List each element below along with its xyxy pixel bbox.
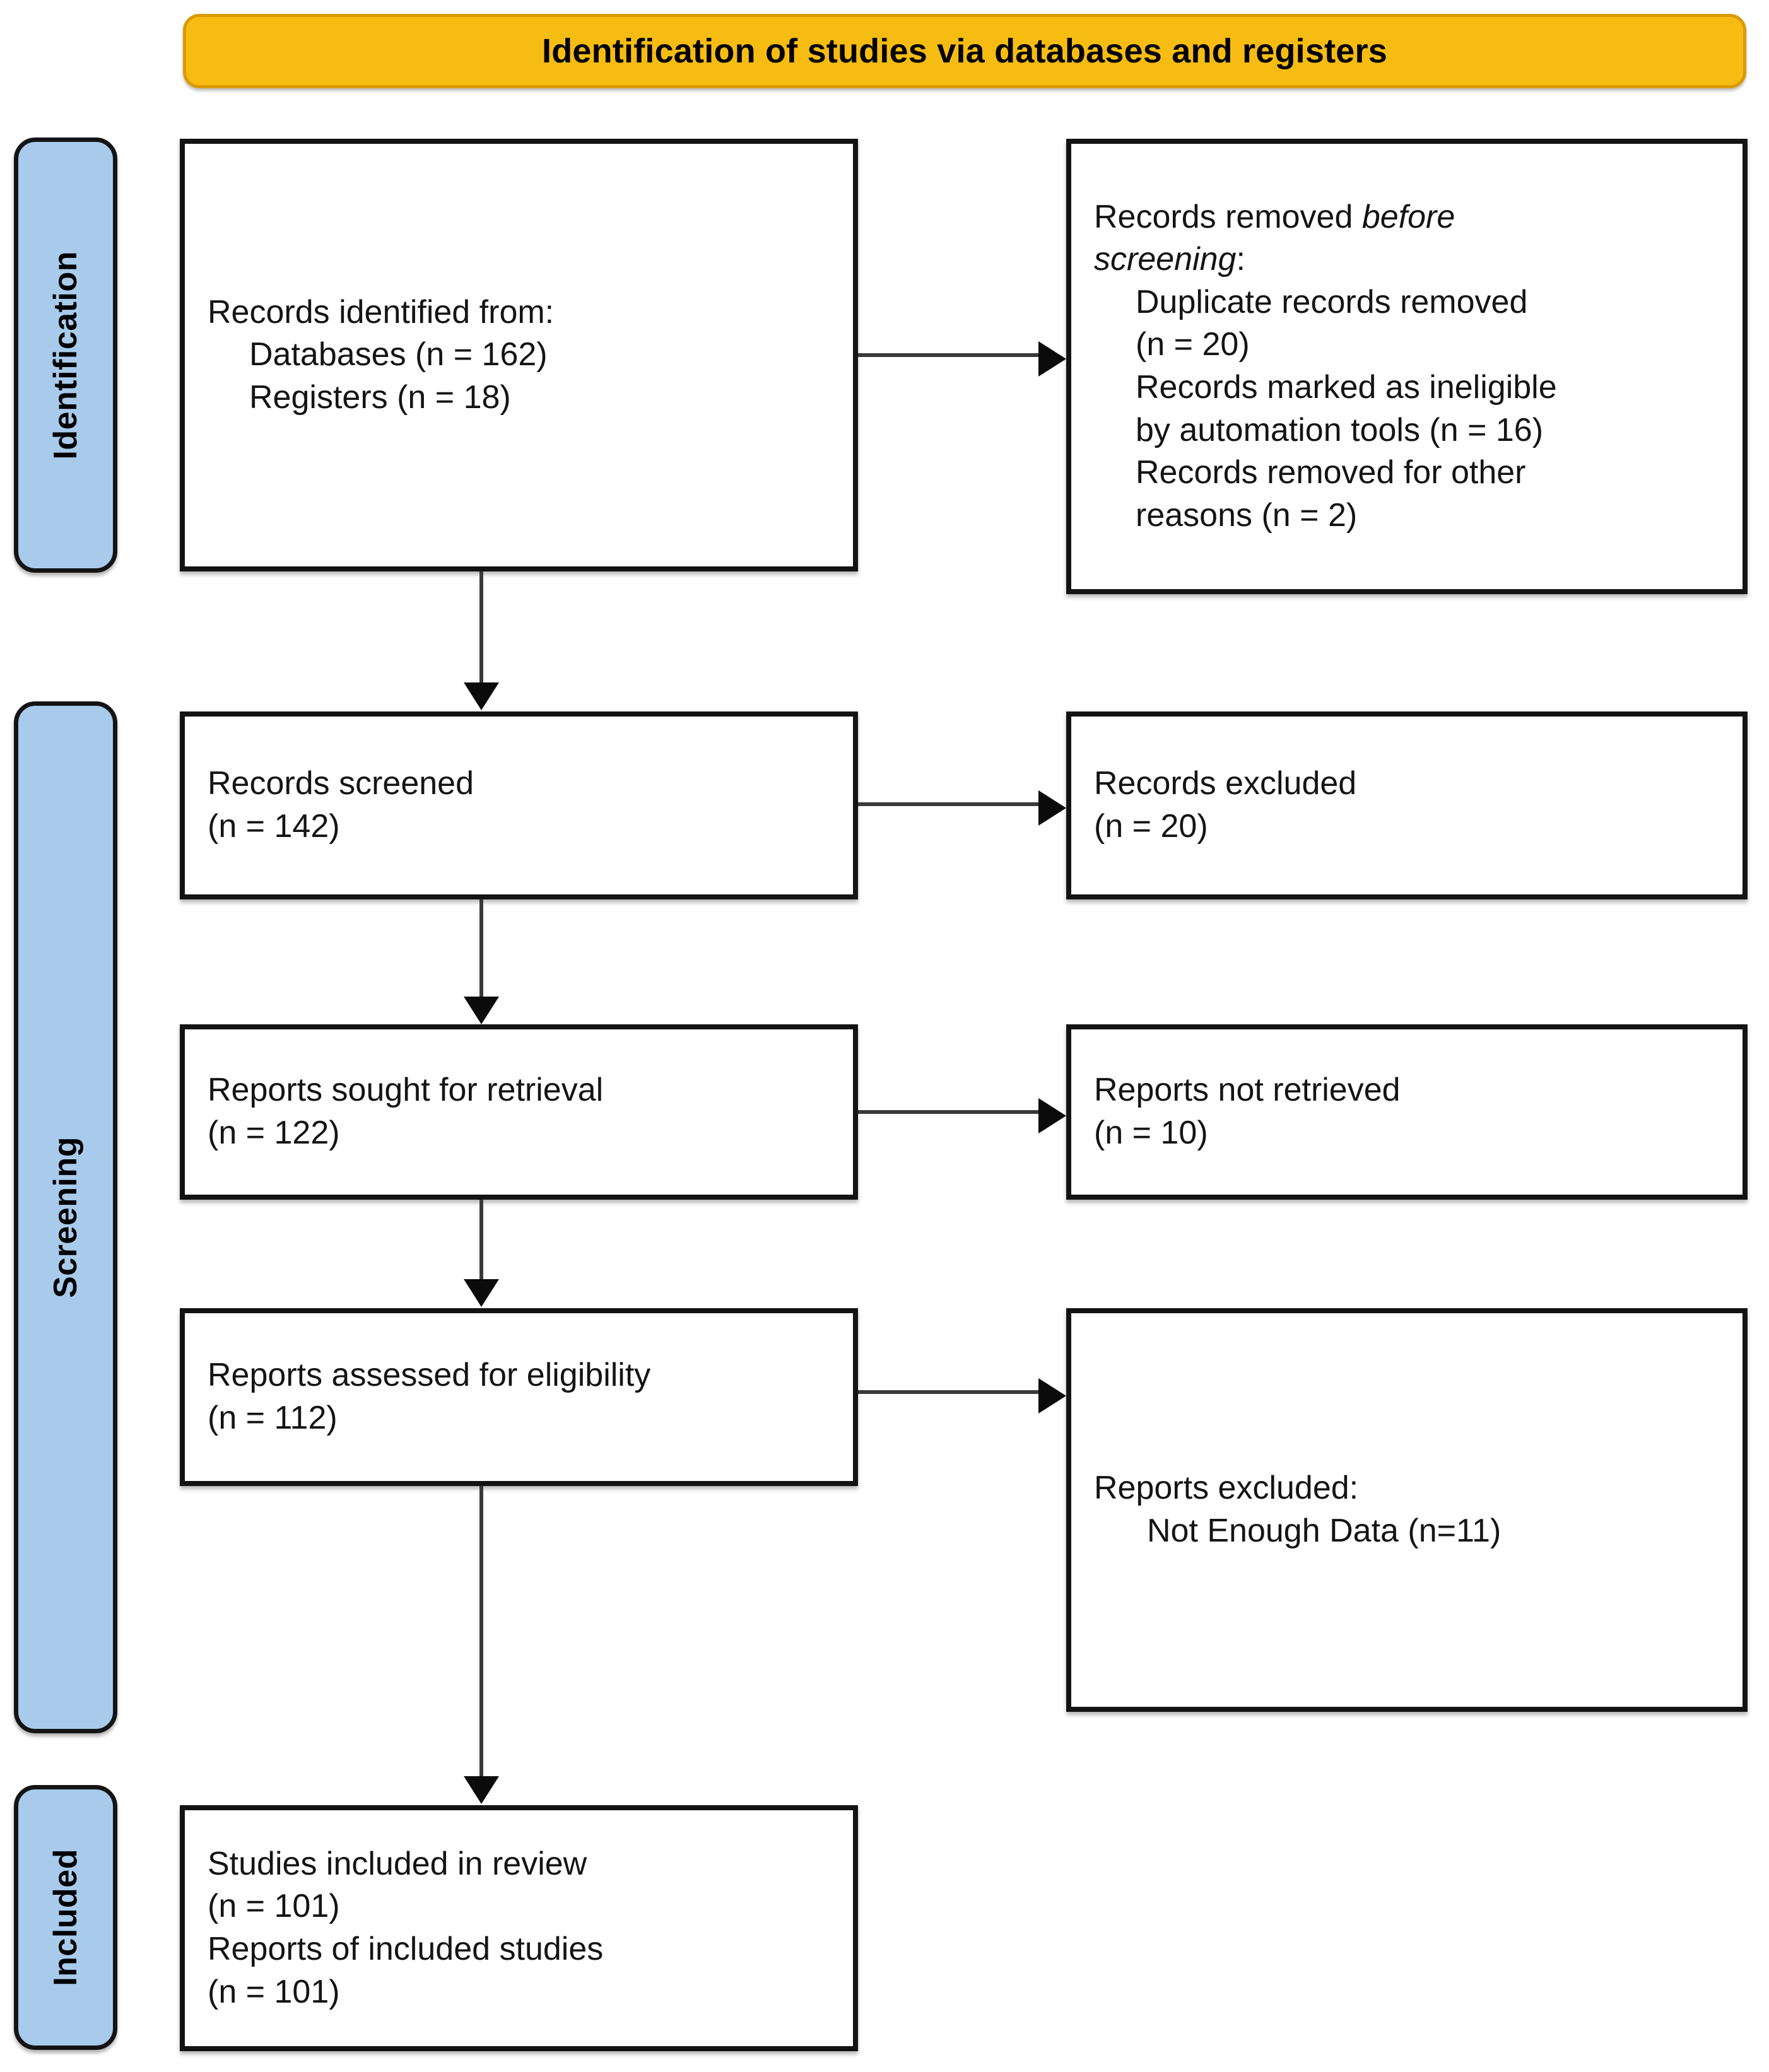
box-reports-assessed-body: Reports assessed for eligibility (n = 11… (185, 1354, 853, 1439)
records-removed-before-italic: before (1361, 198, 1455, 235)
box-records-excluded-body: Records excluded (n = 20) (1071, 763, 1743, 848)
stage-label-included-text: Included (47, 1849, 84, 1986)
box-records-removed-body: Records removed before screening: Duplic… (1071, 196, 1743, 537)
stage-label-screening-text: Screening (47, 1137, 84, 1298)
box-records-screened: Records screened (n = 142) (180, 711, 858, 899)
stage-label-screening: Screening (14, 701, 117, 1733)
reports-not-retrieved-count: (n = 10) (1094, 1115, 1208, 1151)
studies-included-label: Studies included in review (208, 1845, 587, 1882)
records-removed-line-2: screening: (1094, 238, 1720, 281)
diagram-title: Identification of studies via databases … (542, 32, 1387, 70)
stage-label-included: Included (14, 1785, 117, 2050)
box-reports-assessed-for-eligibility: Reports assessed for eligibility (n = 11… (180, 1308, 858, 1486)
connector-identified-to-screened-line (479, 571, 483, 688)
box-reports-excluded: Reports excluded: Not Enough Data (n=11) (1066, 1308, 1748, 1712)
connector-assessed-to-reportsexcluded-line (858, 1390, 1041, 1394)
box-reports-not-retrieved: Reports not retrieved (n = 10) (1066, 1024, 1748, 1200)
records-screened-count: (n = 142) (208, 808, 340, 845)
connector-sought-to-assessed-line (479, 1200, 483, 1282)
connector-screened-to-sought-line (479, 899, 483, 998)
reports-excluded-reason: Not Enough Data (n=11) (1147, 1513, 1502, 1549)
records-identified-registers: Registers (n = 18) (249, 378, 511, 416)
records-identified-line-1: Records identified from: (208, 293, 555, 331)
records-removed-line-1a: Records removed (1094, 198, 1362, 235)
reports-sought-label: Reports sought for retrieval (208, 1072, 604, 1109)
box-records-removed-before-screening: Records removed before screening: Duplic… (1066, 139, 1748, 594)
arrow-right-icon-screened-to-excluded (1038, 790, 1066, 826)
arrow-down-icon-sought-to-assessed (464, 1279, 499, 1307)
box-records-screened-body: Records screened (n = 142) (185, 763, 853, 848)
records-removed-screening-italic: screening (1094, 241, 1237, 278)
connector-identified-to-removed-line (858, 353, 1041, 357)
arrow-right-icon-sought-to-notretrieved (1038, 1098, 1066, 1133)
arrow-down-icon-identified-to-screened (464, 682, 499, 710)
box-reports-sought-for-retrieval: Reports sought for retrieval (n = 122) (180, 1024, 858, 1200)
records-removed-duplicates: Duplicate records removed (1136, 283, 1528, 320)
records-removed-colon: : (1236, 241, 1245, 278)
reports-assessed-label: Reports assessed for eligibility (208, 1357, 651, 1394)
reports-sought-count: (n = 122) (208, 1115, 340, 1151)
records-removed-line-1: Records removed before (1094, 196, 1720, 239)
arrow-right-icon-assessed-to-reportsexcluded (1038, 1378, 1066, 1414)
box-records-identified-body: Records identified from: Databases (n = … (185, 291, 853, 419)
box-reports-excluded-body: Reports excluded: Not Enough Data (n=11) (1071, 1467, 1743, 1552)
records-excluded-count: (n = 20) (1094, 808, 1208, 845)
connector-assessed-to-included-line (479, 1486, 483, 1779)
records-identified-databases: Databases (n = 162) (249, 336, 548, 373)
connector-screened-to-excluded-line (858, 802, 1041, 806)
reports-of-included-count: (n = 101) (208, 1973, 340, 2010)
box-reports-sought-body: Reports sought for retrieval (n = 122) (185, 1069, 853, 1154)
box-records-identified: Records identified from: Databases (n = … (180, 139, 858, 571)
reports-not-retrieved-label: Reports not retrieved (1094, 1072, 1401, 1109)
reports-excluded-label: Reports excluded: (1094, 1470, 1359, 1507)
records-removed-duplicates-count: (n = 20) (1136, 326, 1250, 363)
studies-included-count: (n = 101) (208, 1888, 340, 1925)
diagram-header-banner: Identification of studies via databases … (183, 14, 1746, 88)
arrow-down-icon-screened-to-sought (464, 997, 499, 1024)
box-records-excluded: Records excluded (n = 20) (1066, 711, 1748, 899)
box-studies-included-in-review: Studies included in review (n = 101) Rep… (180, 1805, 858, 2051)
reports-of-included-label: Reports of included studies (208, 1931, 604, 1967)
records-removed-other: Records removed for other (1136, 454, 1526, 491)
records-excluded-label: Records excluded (1094, 765, 1357, 802)
arrow-down-icon-assessed-to-included (464, 1776, 499, 1804)
arrow-right-icon-identified-to-removed (1038, 341, 1066, 377)
records-screened-label: Records screened (208, 765, 474, 802)
stage-label-identification-text: Identification (47, 250, 84, 460)
records-removed-ineligible: Records marked as ineligible (1136, 369, 1557, 406)
reports-assessed-count: (n = 112) (208, 1400, 338, 1436)
connector-sought-to-notretrieved-line (858, 1110, 1041, 1114)
stage-label-identification: Identification (14, 138, 117, 573)
records-removed-other-count: reasons (n = 2) (1136, 496, 1358, 534)
box-reports-not-retrieved-body: Reports not retrieved (n = 10) (1071, 1069, 1743, 1154)
records-removed-ineligible-count: by automation tools (n = 16) (1136, 411, 1544, 448)
box-studies-included-body: Studies included in review (n = 101) Rep… (185, 1843, 853, 2013)
